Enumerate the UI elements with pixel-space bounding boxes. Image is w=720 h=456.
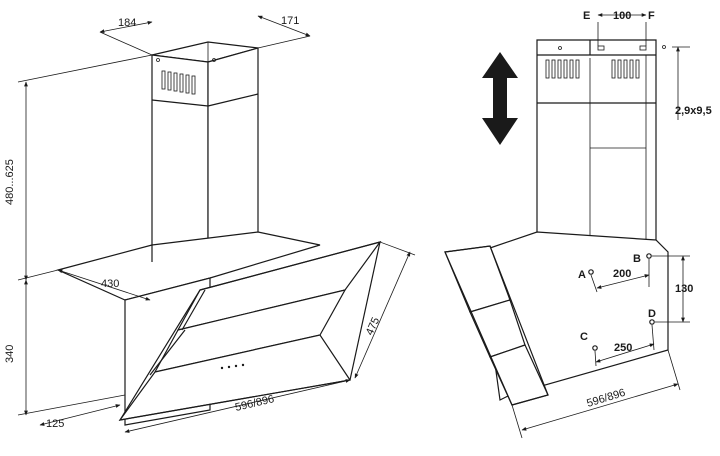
- dim-bd: 130: [675, 283, 693, 295]
- dim-hood-height: 340: [4, 345, 16, 363]
- dim-ef: 100: [613, 10, 631, 22]
- chimney-right: [536, 39, 666, 259]
- dim-glass-length: 475: [364, 316, 382, 338]
- label-point-d: D: [648, 308, 656, 320]
- dim-wall-offset: 125: [46, 418, 64, 430]
- dim-screw: 2,9x9,5: [675, 105, 712, 117]
- dim-cd: 250: [614, 342, 632, 354]
- control-buttons: [220, 363, 245, 370]
- dim-chimney-height: 480...625: [4, 159, 16, 205]
- label-point-f: F: [648, 10, 655, 22]
- vent-slots-left: [156, 58, 216, 95]
- dim-chimney-width: 171: [281, 15, 299, 27]
- dim-hood-depth: 430: [101, 278, 119, 290]
- label-point-b: B: [633, 253, 641, 265]
- double-arrow-icon: [482, 52, 518, 145]
- dim-chimney-depth: 184: [118, 17, 136, 29]
- dim-width-right: 596/896: [585, 387, 627, 410]
- left-hood-view: 184 171 480...625 340 430 125 596/896 47…: [4, 15, 416, 433]
- chimney-left: [151, 41, 259, 259]
- dim-ab: 200: [613, 268, 631, 280]
- vent-slots-right: [545, 59, 640, 79]
- dimension-lines-left: [17, 15, 416, 433]
- label-point-a: A: [578, 269, 586, 281]
- dimension-lines-right: [511, 13, 690, 439]
- label-point-c: C: [580, 331, 588, 343]
- right-hood-view: E F A B C D 100 200 130 250 2,9x9,5 596/…: [444, 10, 712, 439]
- label-point-e: E: [583, 10, 590, 22]
